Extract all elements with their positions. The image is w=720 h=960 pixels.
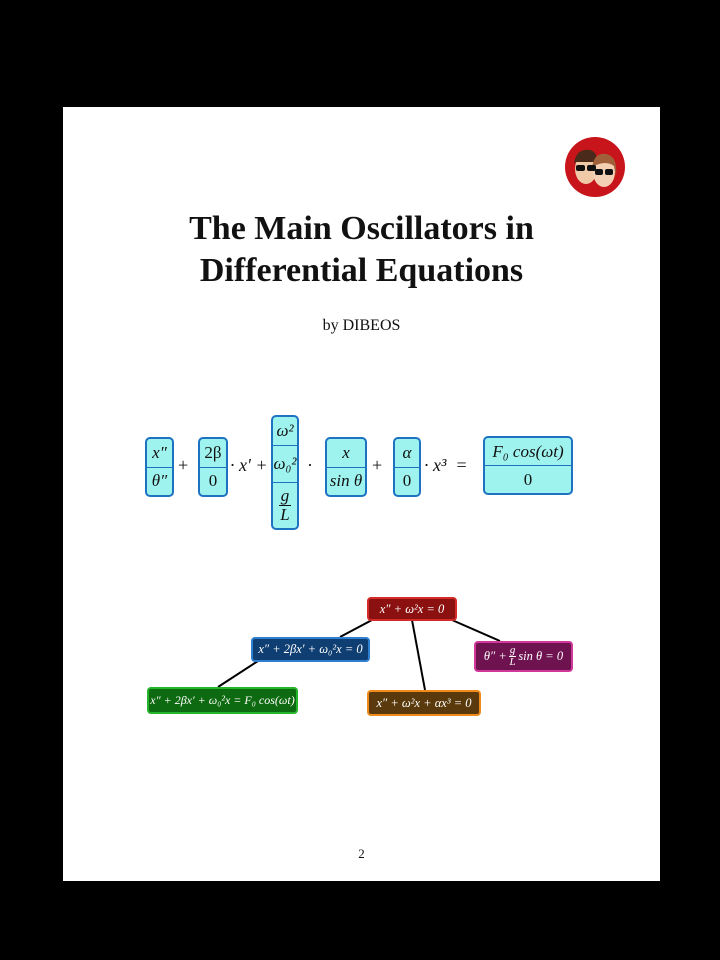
fraction-numerator: g — [508, 644, 517, 657]
operator: · x³ = — [424, 455, 468, 475]
title-line-1: The Main Oscillators in — [189, 210, 534, 247]
cell: 2β — [204, 442, 222, 462]
connector — [217, 660, 259, 688]
cell: 0 — [395, 466, 419, 496]
tree-node-harmonic: x″ + ω²x = 0 — [367, 597, 457, 621]
dibeos-logo — [565, 137, 625, 197]
tree-node-duffing: x″ + ω²x + αx³ = 0 — [367, 690, 481, 716]
operator: · x′ + — [230, 455, 268, 475]
equation-box-nonlinear: α 0 — [393, 437, 421, 497]
connector — [411, 619, 426, 691]
operator: + — [178, 455, 189, 475]
page-title: The Main Oscillators in Differential Equ… — [63, 208, 660, 292]
tree-node-forced: x″ + 2βx′ + ω₀²x = F₀ cos(ωt) — [147, 687, 298, 714]
equation-box-second-derivative: x″ θ″ — [145, 437, 174, 497]
node-label: x″ + 2βx′ + ω₀²x = 0 — [258, 642, 363, 656]
page-number: 2 — [358, 846, 365, 861]
cell: ω₀² — [273, 445, 297, 482]
cell: 0 — [200, 466, 226, 496]
cell: ω² — [276, 421, 294, 440]
node-label: x″ + ω²x = 0 — [379, 601, 445, 616]
fraction-denominator: L — [280, 505, 290, 524]
node-label: x″ + ω²x + αx³ = 0 — [376, 695, 472, 710]
cell: sin θ — [327, 466, 365, 496]
cell: x — [342, 442, 350, 462]
cell: x″ — [152, 442, 167, 462]
author: by DIBEOS — [322, 317, 401, 334]
node-label: x″ + 2βx′ + ω₀²x = F₀ cos(ωt) — [150, 693, 295, 707]
operator: + — [372, 455, 383, 475]
node-label: sin θ = 0 — [518, 649, 564, 663]
equation-box-damping: 2β 0 — [198, 437, 228, 497]
operator: · — [307, 455, 313, 475]
equation-box-forcing: F₀ cos(ωt) 0 — [483, 436, 573, 495]
connector — [339, 619, 373, 638]
equation-box-restoring: x sin θ — [325, 437, 367, 497]
node-label: θ″ + — [483, 649, 507, 663]
tree-node-damped: x″ + 2βx′ + ω₀²x = 0 — [251, 637, 370, 662]
fraction-denominator: L — [509, 656, 516, 668]
connector — [451, 619, 501, 642]
fraction-numerator: g — [278, 486, 292, 506]
cell: 0 — [485, 465, 571, 493]
cell: θ″ — [147, 466, 172, 496]
title-line-2: Differential Equations — [199, 252, 524, 289]
cell: α — [402, 442, 412, 462]
cell: F₀ cos(ωt) — [492, 441, 564, 461]
